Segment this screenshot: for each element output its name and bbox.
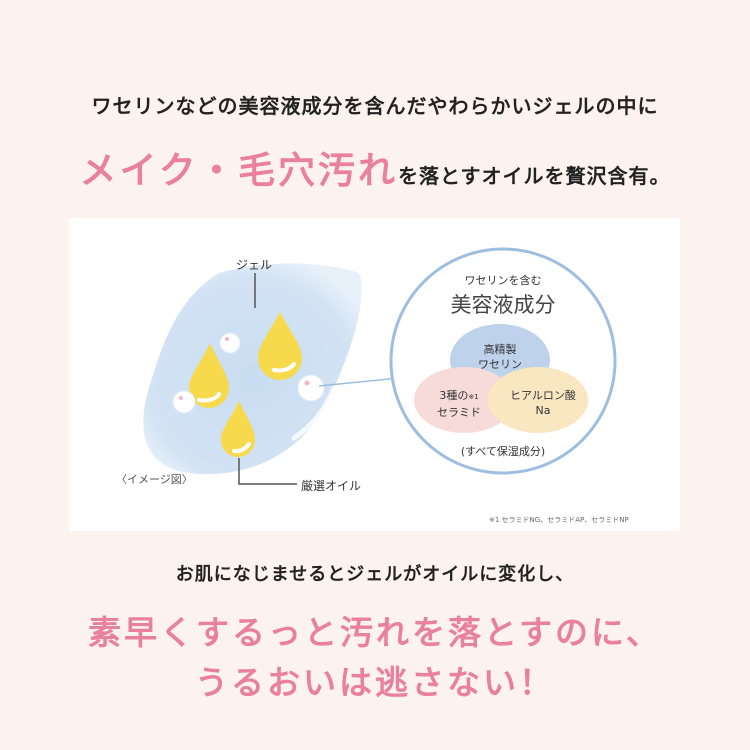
venn-right-line1: ヒアルロン酸: [510, 389, 576, 402]
venn-top-line1: 高精製: [483, 343, 517, 356]
venn-left-line1: 3種の: [439, 389, 469, 402]
oil-drop-icon: [189, 312, 302, 457]
illustration-panel: ジェル 厳選オイル 〈イメージ図〉 ワセリンを含む 美容液成分 高精製ワセリン …: [69, 218, 680, 531]
image-note: 〈イメージ図〉: [116, 473, 193, 486]
venn-left: [414, 367, 514, 433]
bottom-line2: 素早くするっと汚れを落とすのに、: [87, 613, 663, 652]
headline-line2: メイク・毛穴汚れを落とすオイルを贅沢含有。: [0, 140, 750, 194]
bottom-line1: お肌になじませるとジェルがオイルに変化し、: [175, 564, 575, 585]
sphere-icon: [172, 332, 325, 414]
circle-footer: (すべて保湿成分): [460, 445, 546, 458]
headline-line1: ワセリンなどの美容液成分を含んだやわらかいジェルの中に: [91, 94, 659, 118]
venn-left-line2: セラミド: [437, 406, 481, 419]
venn-right: [488, 367, 588, 433]
circle-subtitle: ワセリンを含む: [464, 274, 542, 287]
venn-top-label: 高精製ワセリン: [450, 342, 550, 372]
illustration-graphic: [143, 247, 617, 485]
bottom-line3: うるおいは逃さない！: [195, 663, 555, 702]
headline-highlight: メイク・毛穴汚れ: [79, 149, 399, 192]
venn-top-line2: ワセリン: [478, 358, 522, 371]
gel-blob: [143, 263, 362, 475]
venn-right-label: ヒアルロン酸 Na: [498, 388, 588, 418]
footnote: ※1 セラミドNG、セラミドAP、セラミドNP: [489, 516, 629, 524]
gel-label: ジェル: [236, 258, 273, 272]
oil-label: 厳選オイル: [301, 479, 362, 493]
venn-left-label: 3種の※1 セラミド: [414, 388, 504, 420]
headline-line2-rest: を落とすオイルを贅沢含有。: [398, 164, 671, 188]
venn-left-note: ※1: [468, 393, 479, 401]
venn-right-line2: Na: [535, 404, 551, 417]
circle-title: 美容液成分: [450, 293, 556, 317]
